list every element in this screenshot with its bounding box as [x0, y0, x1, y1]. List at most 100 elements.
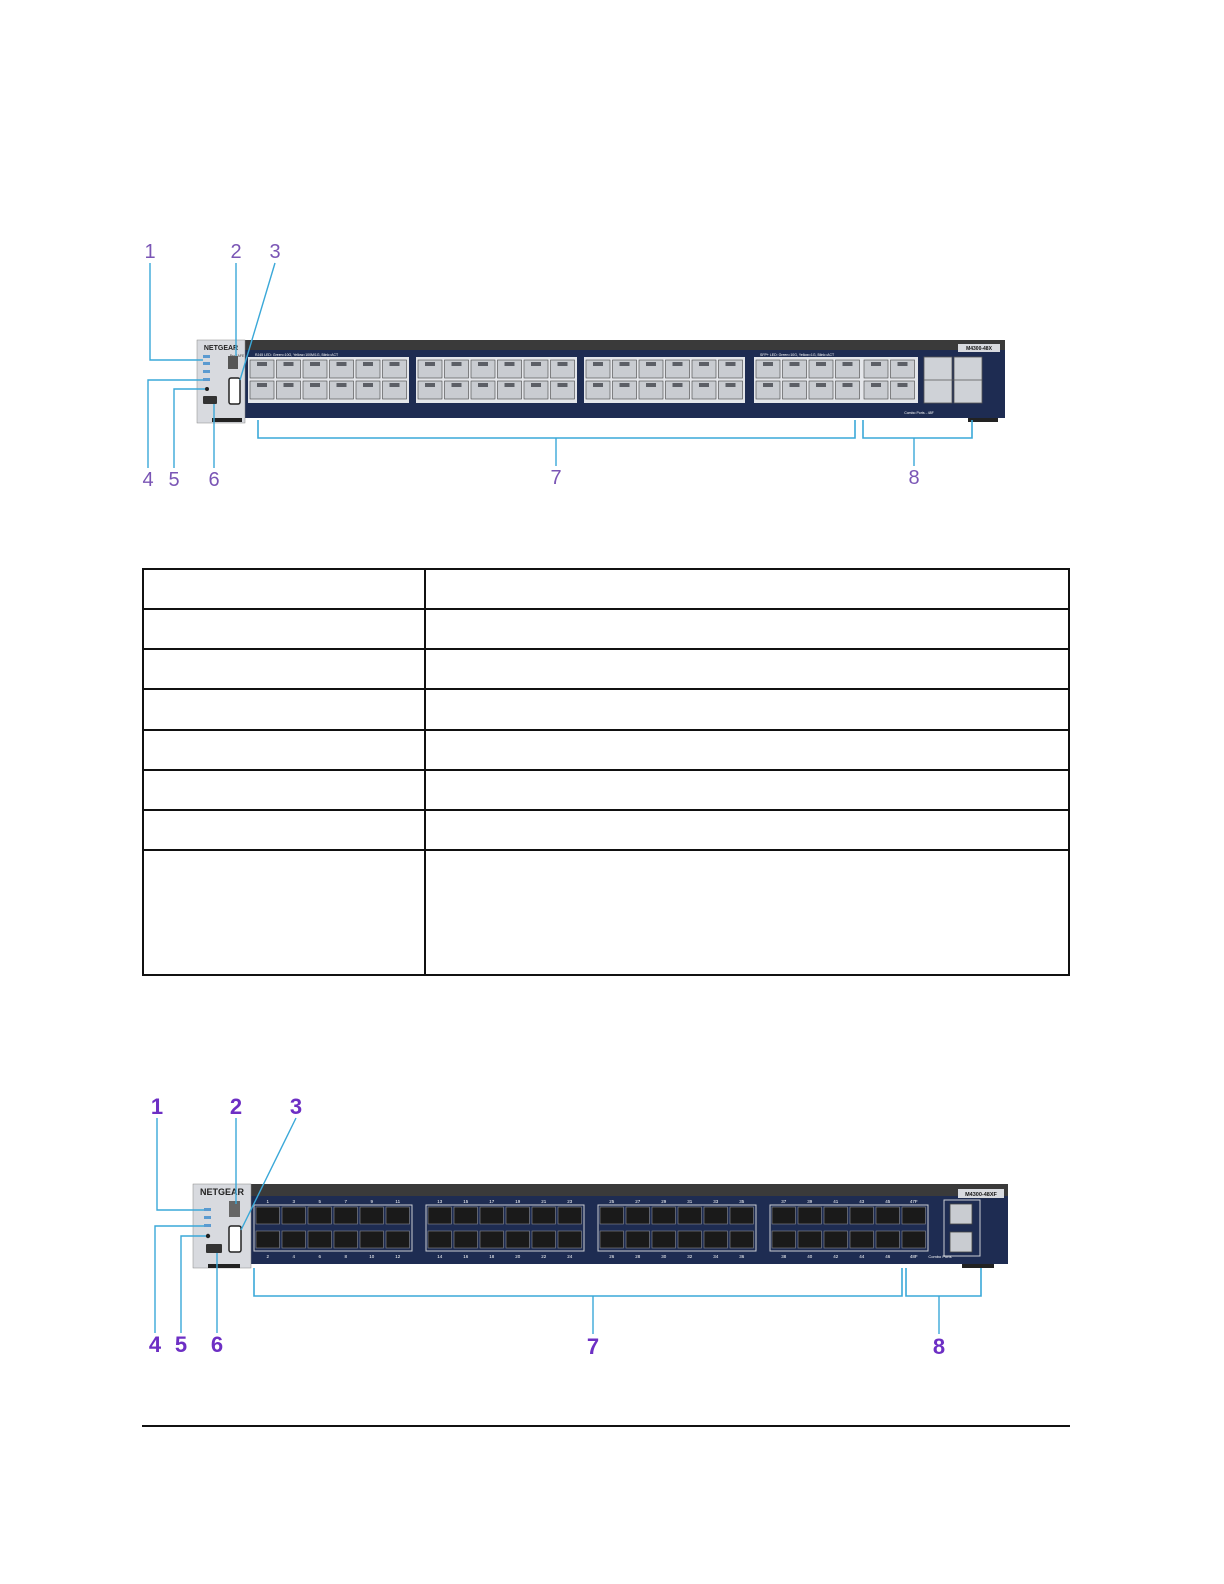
console-port[interactable] [203, 396, 217, 404]
sfp-port-bottom[interactable] [557, 1230, 582, 1249]
sfp-port-bottom[interactable] [849, 1230, 874, 1249]
rj45-port-12[interactable] [382, 380, 407, 400]
rj45-port-43[interactable] [835, 359, 860, 379]
rj45-port-27[interactable] [612, 359, 637, 379]
sfp-port-top[interactable] [651, 1206, 676, 1225]
sfp-port-top[interactable] [823, 1206, 848, 1225]
sfp-port-bottom[interactable] [359, 1230, 384, 1249]
sfp-port-bottom[interactable] [531, 1230, 556, 1249]
sfp-port-bottom[interactable] [307, 1230, 332, 1249]
rj45-port-14[interactable] [417, 380, 443, 400]
sfp-port-bottom[interactable] [797, 1230, 822, 1249]
rj45-port-22[interactable] [523, 380, 549, 400]
rj45-port-24[interactable] [550, 380, 575, 400]
rj45-port-16[interactable] [444, 380, 469, 400]
combo-port-47t[interactable] [949, 1203, 973, 1225]
rj45-port-3[interactable] [276, 359, 301, 379]
reset-button[interactable] [205, 1233, 211, 1239]
rj45-port-6[interactable] [302, 380, 328, 400]
sfp-port-top[interactable] [427, 1206, 452, 1225]
rj45-port-1[interactable] [249, 359, 275, 379]
sfp-port-bottom[interactable] [625, 1230, 650, 1249]
sfp-port-bottom[interactable] [599, 1230, 624, 1249]
sfp-port-top[interactable] [479, 1206, 504, 1225]
rj45-port-33[interactable] [691, 359, 717, 379]
sfp-port-bottom[interactable] [823, 1230, 848, 1249]
sfp-port-bottom[interactable] [479, 1230, 504, 1249]
rj45-port-40[interactable] [782, 380, 807, 400]
sfp-port-top[interactable] [849, 1206, 874, 1225]
rj45-port-25[interactable] [585, 359, 611, 379]
sfp-port-bottom[interactable] [875, 1230, 900, 1249]
sfp-port-top[interactable] [729, 1206, 754, 1225]
usb-port[interactable] [228, 1225, 242, 1253]
rj45-port-37[interactable] [755, 359, 781, 379]
sfp-port-bottom[interactable] [703, 1230, 728, 1249]
rj45-port-41[interactable] [808, 359, 834, 379]
sfp-port-top[interactable] [505, 1206, 530, 1225]
sfp-port-top[interactable] [599, 1206, 624, 1225]
console-port[interactable] [206, 1244, 222, 1253]
sfp-port-top[interactable] [901, 1206, 926, 1225]
sfp-port-top[interactable] [333, 1206, 358, 1225]
sfp-port-bottom[interactable] [255, 1230, 280, 1249]
sfp-port-bottom[interactable] [651, 1230, 676, 1249]
rj45-port-29[interactable] [638, 359, 664, 379]
rj45-port-39[interactable] [782, 359, 807, 379]
sfp-port-top[interactable] [875, 1206, 900, 1225]
rj45-combo-port[interactable] [890, 359, 915, 379]
rj45-port-26[interactable] [585, 380, 611, 400]
rj45-port-9[interactable] [355, 359, 381, 379]
rj45-port-19[interactable] [497, 359, 522, 379]
sfp-port-bottom[interactable] [901, 1230, 926, 1249]
sfp-port-top[interactable] [255, 1206, 280, 1225]
sfp-port-top[interactable] [797, 1206, 822, 1225]
rj45-port-42[interactable] [808, 380, 834, 400]
sfp-port-top[interactable] [703, 1206, 728, 1225]
rj45-port-21[interactable] [523, 359, 549, 379]
sfp-port-top[interactable] [771, 1206, 796, 1225]
sfp-port-top[interactable] [359, 1206, 384, 1225]
rj45-port-31[interactable] [665, 359, 690, 379]
rj45-port-7[interactable] [329, 359, 354, 379]
rj45-port-11[interactable] [382, 359, 407, 379]
rj45-port-34[interactable] [691, 380, 717, 400]
sfp-port-top[interactable] [281, 1206, 306, 1225]
rj45-port-23[interactable] [550, 359, 575, 379]
rj45-port-15[interactable] [444, 359, 469, 379]
rj45-port-5[interactable] [302, 359, 328, 379]
sfp-port-top[interactable] [677, 1206, 702, 1225]
sfp-port-top[interactable] [625, 1206, 650, 1225]
sfp-port-top[interactable] [385, 1206, 410, 1225]
sfp-port-top[interactable] [307, 1206, 332, 1225]
sfp-port-bottom[interactable] [677, 1230, 702, 1249]
reset-button[interactable] [205, 387, 209, 391]
sfp-port-bottom[interactable] [729, 1230, 754, 1249]
rj45-port-13[interactable] [417, 359, 443, 379]
sfp-port-top[interactable] [557, 1206, 582, 1225]
sfp-port-bottom[interactable] [385, 1230, 410, 1249]
rj45-port-44[interactable] [835, 380, 860, 400]
rj45-combo-port[interactable] [863, 359, 889, 379]
rj45-port-35[interactable] [718, 359, 743, 379]
rj45-port-4[interactable] [276, 380, 301, 400]
rj45-combo-port[interactable] [863, 380, 889, 400]
rj45-port-38[interactable] [755, 380, 781, 400]
rj45-port-36[interactable] [718, 380, 743, 400]
sfp-port-bottom[interactable] [333, 1230, 358, 1249]
usb-port[interactable] [228, 377, 241, 405]
rj45-port-32[interactable] [665, 380, 690, 400]
sfp-port-bottom[interactable] [281, 1230, 306, 1249]
rj45-combo-port[interactable] [890, 380, 915, 400]
rj45-port-8[interactable] [329, 380, 354, 400]
rj45-port-17[interactable] [470, 359, 496, 379]
sfp-port-bottom[interactable] [453, 1230, 478, 1249]
rj45-port-18[interactable] [470, 380, 496, 400]
rj45-port-2[interactable] [249, 380, 275, 400]
sfp-port-bottom[interactable] [505, 1230, 530, 1249]
rj45-port-28[interactable] [612, 380, 637, 400]
sfp-port-bottom[interactable] [427, 1230, 452, 1249]
combo-port-48t[interactable] [949, 1231, 973, 1253]
rj45-port-20[interactable] [497, 380, 522, 400]
sfp-port-top[interactable] [453, 1206, 478, 1225]
